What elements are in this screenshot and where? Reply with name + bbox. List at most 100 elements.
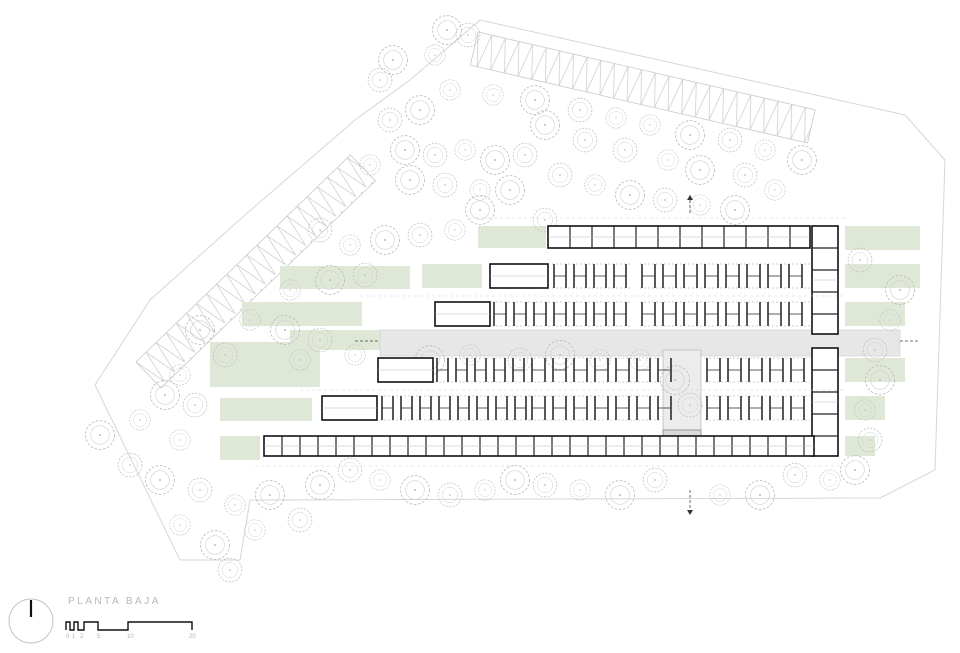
tree-icon (432, 172, 458, 198)
tree-icon (782, 462, 808, 488)
tree-icon (764, 179, 786, 201)
tree-icon (444, 219, 466, 241)
tree-icon (745, 480, 775, 510)
tree-icon (567, 97, 593, 123)
stall-block (552, 263, 632, 289)
tree-icon (754, 139, 776, 161)
stall-block (530, 357, 672, 383)
tree-icon (612, 137, 638, 163)
tree-icon (520, 85, 550, 115)
tree-icon (405, 95, 435, 125)
tree-icon (454, 139, 476, 161)
tree-icon (500, 465, 530, 495)
stall-block (492, 301, 632, 327)
tree-icon (255, 480, 285, 510)
tree-icon (437, 482, 463, 508)
green-areas (210, 226, 920, 460)
tree-icon (605, 480, 635, 510)
tree-icon (480, 145, 510, 175)
tree-icon (169, 429, 191, 451)
stall-block (489, 263, 549, 289)
tree-icon (495, 175, 525, 205)
tree-icon (390, 135, 420, 165)
stall-block (263, 435, 815, 457)
tree-icon (615, 180, 645, 210)
tree-icon (145, 465, 175, 495)
stall-block (377, 357, 434, 383)
tree-icon (129, 409, 151, 431)
scale-label-0: 0 (66, 634, 70, 640)
tree-icon (367, 67, 393, 93)
tree-icon (305, 470, 335, 500)
stall-block (321, 395, 378, 421)
stall-block (640, 263, 810, 289)
stall-block (434, 301, 491, 327)
tree-icon (339, 234, 361, 256)
north-arrow-icon (8, 598, 54, 644)
tree-icon (532, 472, 558, 498)
tree-icon (675, 120, 705, 150)
scale-label-1: 1 (72, 634, 76, 640)
scale-label-4: 10 (127, 634, 134, 640)
tree-icon (685, 155, 715, 185)
tree-icon (652, 187, 678, 213)
tree-icon (337, 457, 363, 483)
tree-icon (378, 45, 408, 75)
scale-label-5: 20 (189, 634, 196, 640)
market-stall-blocks (255, 217, 845, 467)
tree-icon (182, 392, 208, 418)
tree-icon (217, 557, 243, 583)
tree-icon (244, 519, 266, 541)
tree-icon (377, 107, 403, 133)
tree-icon (200, 530, 230, 560)
stall-block (547, 225, 811, 249)
tree-icon (732, 162, 758, 188)
tree-icon (639, 114, 661, 136)
section-markers (355, 195, 920, 515)
site-boundary (94, 19, 946, 561)
tree-icon (819, 469, 841, 491)
tree-icon (224, 494, 246, 516)
tree-icon (642, 467, 668, 493)
tree-icon (187, 477, 213, 503)
tree-icon (569, 479, 591, 501)
circulation-lines (255, 217, 845, 467)
stall-block (811, 225, 839, 335)
tree-icon (474, 479, 496, 501)
tree-icon (424, 44, 446, 66)
tree-icon (369, 469, 391, 491)
stall-block (530, 395, 672, 421)
tree-icon (407, 222, 433, 248)
tree-icon (840, 455, 870, 485)
scale-bar (65, 621, 193, 631)
stall-block (435, 357, 530, 383)
stall-block (380, 395, 530, 421)
tree-icon (720, 195, 750, 225)
tree-icon (584, 174, 606, 196)
tree-icon (709, 484, 731, 506)
tree-icon (395, 165, 425, 195)
tree-icon (787, 145, 817, 175)
tree-icon (439, 79, 461, 101)
scale-label-2: 2 (80, 634, 84, 640)
tree-icon (482, 84, 504, 106)
stall-block (811, 347, 839, 457)
tree-icon (287, 507, 313, 533)
tree-icon (717, 127, 743, 153)
drawing-title: PLANTA BAJA (68, 596, 161, 607)
tree-icon (422, 142, 448, 168)
tree-icon (400, 475, 430, 505)
tree-icon (465, 195, 495, 225)
tree-icon (657, 149, 679, 171)
tree-icon (85, 420, 115, 450)
stall-block (705, 395, 810, 421)
stall-block (640, 301, 810, 327)
tree-icon (605, 107, 627, 129)
canopy-west (135, 154, 376, 389)
tree-icon (547, 162, 573, 188)
tree-icon (530, 110, 560, 140)
tree-icon (169, 514, 191, 536)
canopy-north (469, 31, 816, 144)
scale-label-3: 5 (97, 634, 101, 640)
